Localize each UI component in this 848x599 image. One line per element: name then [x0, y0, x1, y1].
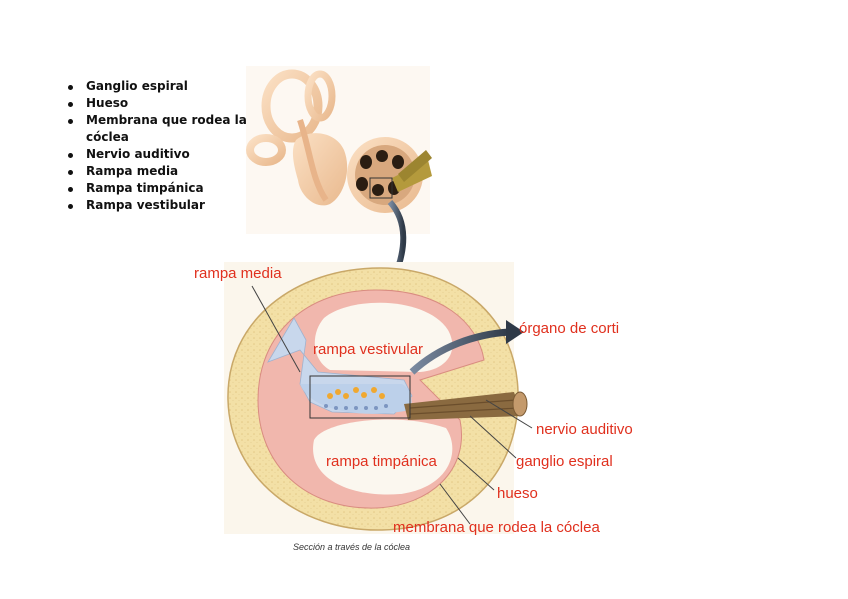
- inner-ear-drawing: [246, 66, 432, 234]
- figure-caption: Sección a través de la cóclea: [293, 542, 411, 552]
- label-membrana: membrana que rodea la cóclea: [393, 519, 600, 536]
- label-ganglio-espiral: ganglio espiral: [516, 453, 613, 470]
- label-rampa-media: rampa media: [194, 265, 282, 282]
- list-item: Rampa media: [64, 163, 254, 180]
- list-item: Rampa vestibular: [64, 197, 254, 214]
- label-hueso: hueso: [497, 485, 538, 502]
- leader-lines: [251, 285, 533, 525]
- list-item: Membrana que rodea la cóclea: [64, 112, 254, 146]
- list-item: Nervio auditivo: [64, 146, 254, 163]
- structure-list: Ganglio espiral Hueso Membrana que rodea…: [64, 78, 254, 214]
- list-item: Ganglio espiral: [64, 78, 254, 95]
- label-rampa-timpanica: rampa timpánica: [326, 453, 437, 470]
- list-item: Hueso: [64, 95, 254, 112]
- label-nervio-auditivo: nervio auditivo: [536, 421, 633, 438]
- cochlea-cross-section: [224, 262, 528, 534]
- label-rampa-vestivular: rampa vestivular: [313, 341, 424, 358]
- label-organo-corti: órgano de corti: [519, 320, 620, 337]
- list-item: Rampa timpánica: [64, 180, 254, 197]
